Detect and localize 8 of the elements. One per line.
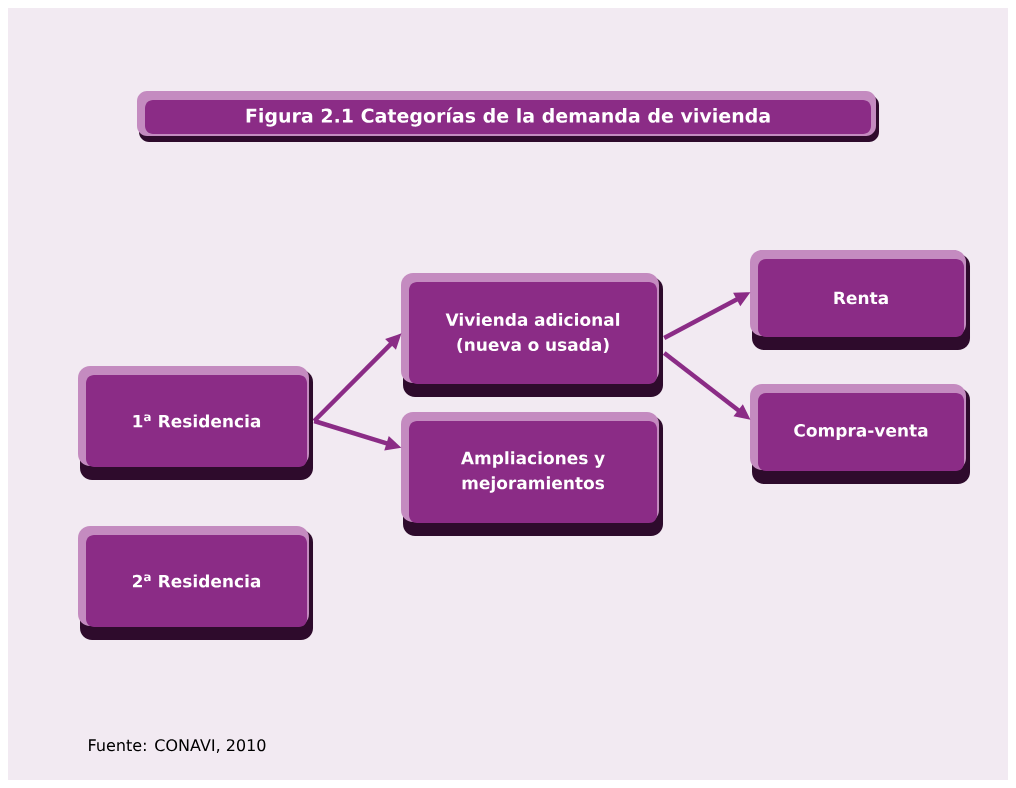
process-box: Vivienda adicional (nueva o usada) xyxy=(401,273,663,397)
source-note: Fuente: CONAVI, 2010 xyxy=(89,739,266,753)
title-banner: Figura 2.1 Categorías de la demanda de vivienda xyxy=(137,91,879,142)
process-box: 1$^{a}$ Residencia xyxy=(78,366,313,480)
process-box: Ampliaciones y mejoramientos xyxy=(401,412,663,536)
process-box: Compra-venta xyxy=(750,384,970,484)
process-box: 2$^{a}$ Residencia xyxy=(78,526,313,640)
process-box: Renta xyxy=(750,250,970,350)
